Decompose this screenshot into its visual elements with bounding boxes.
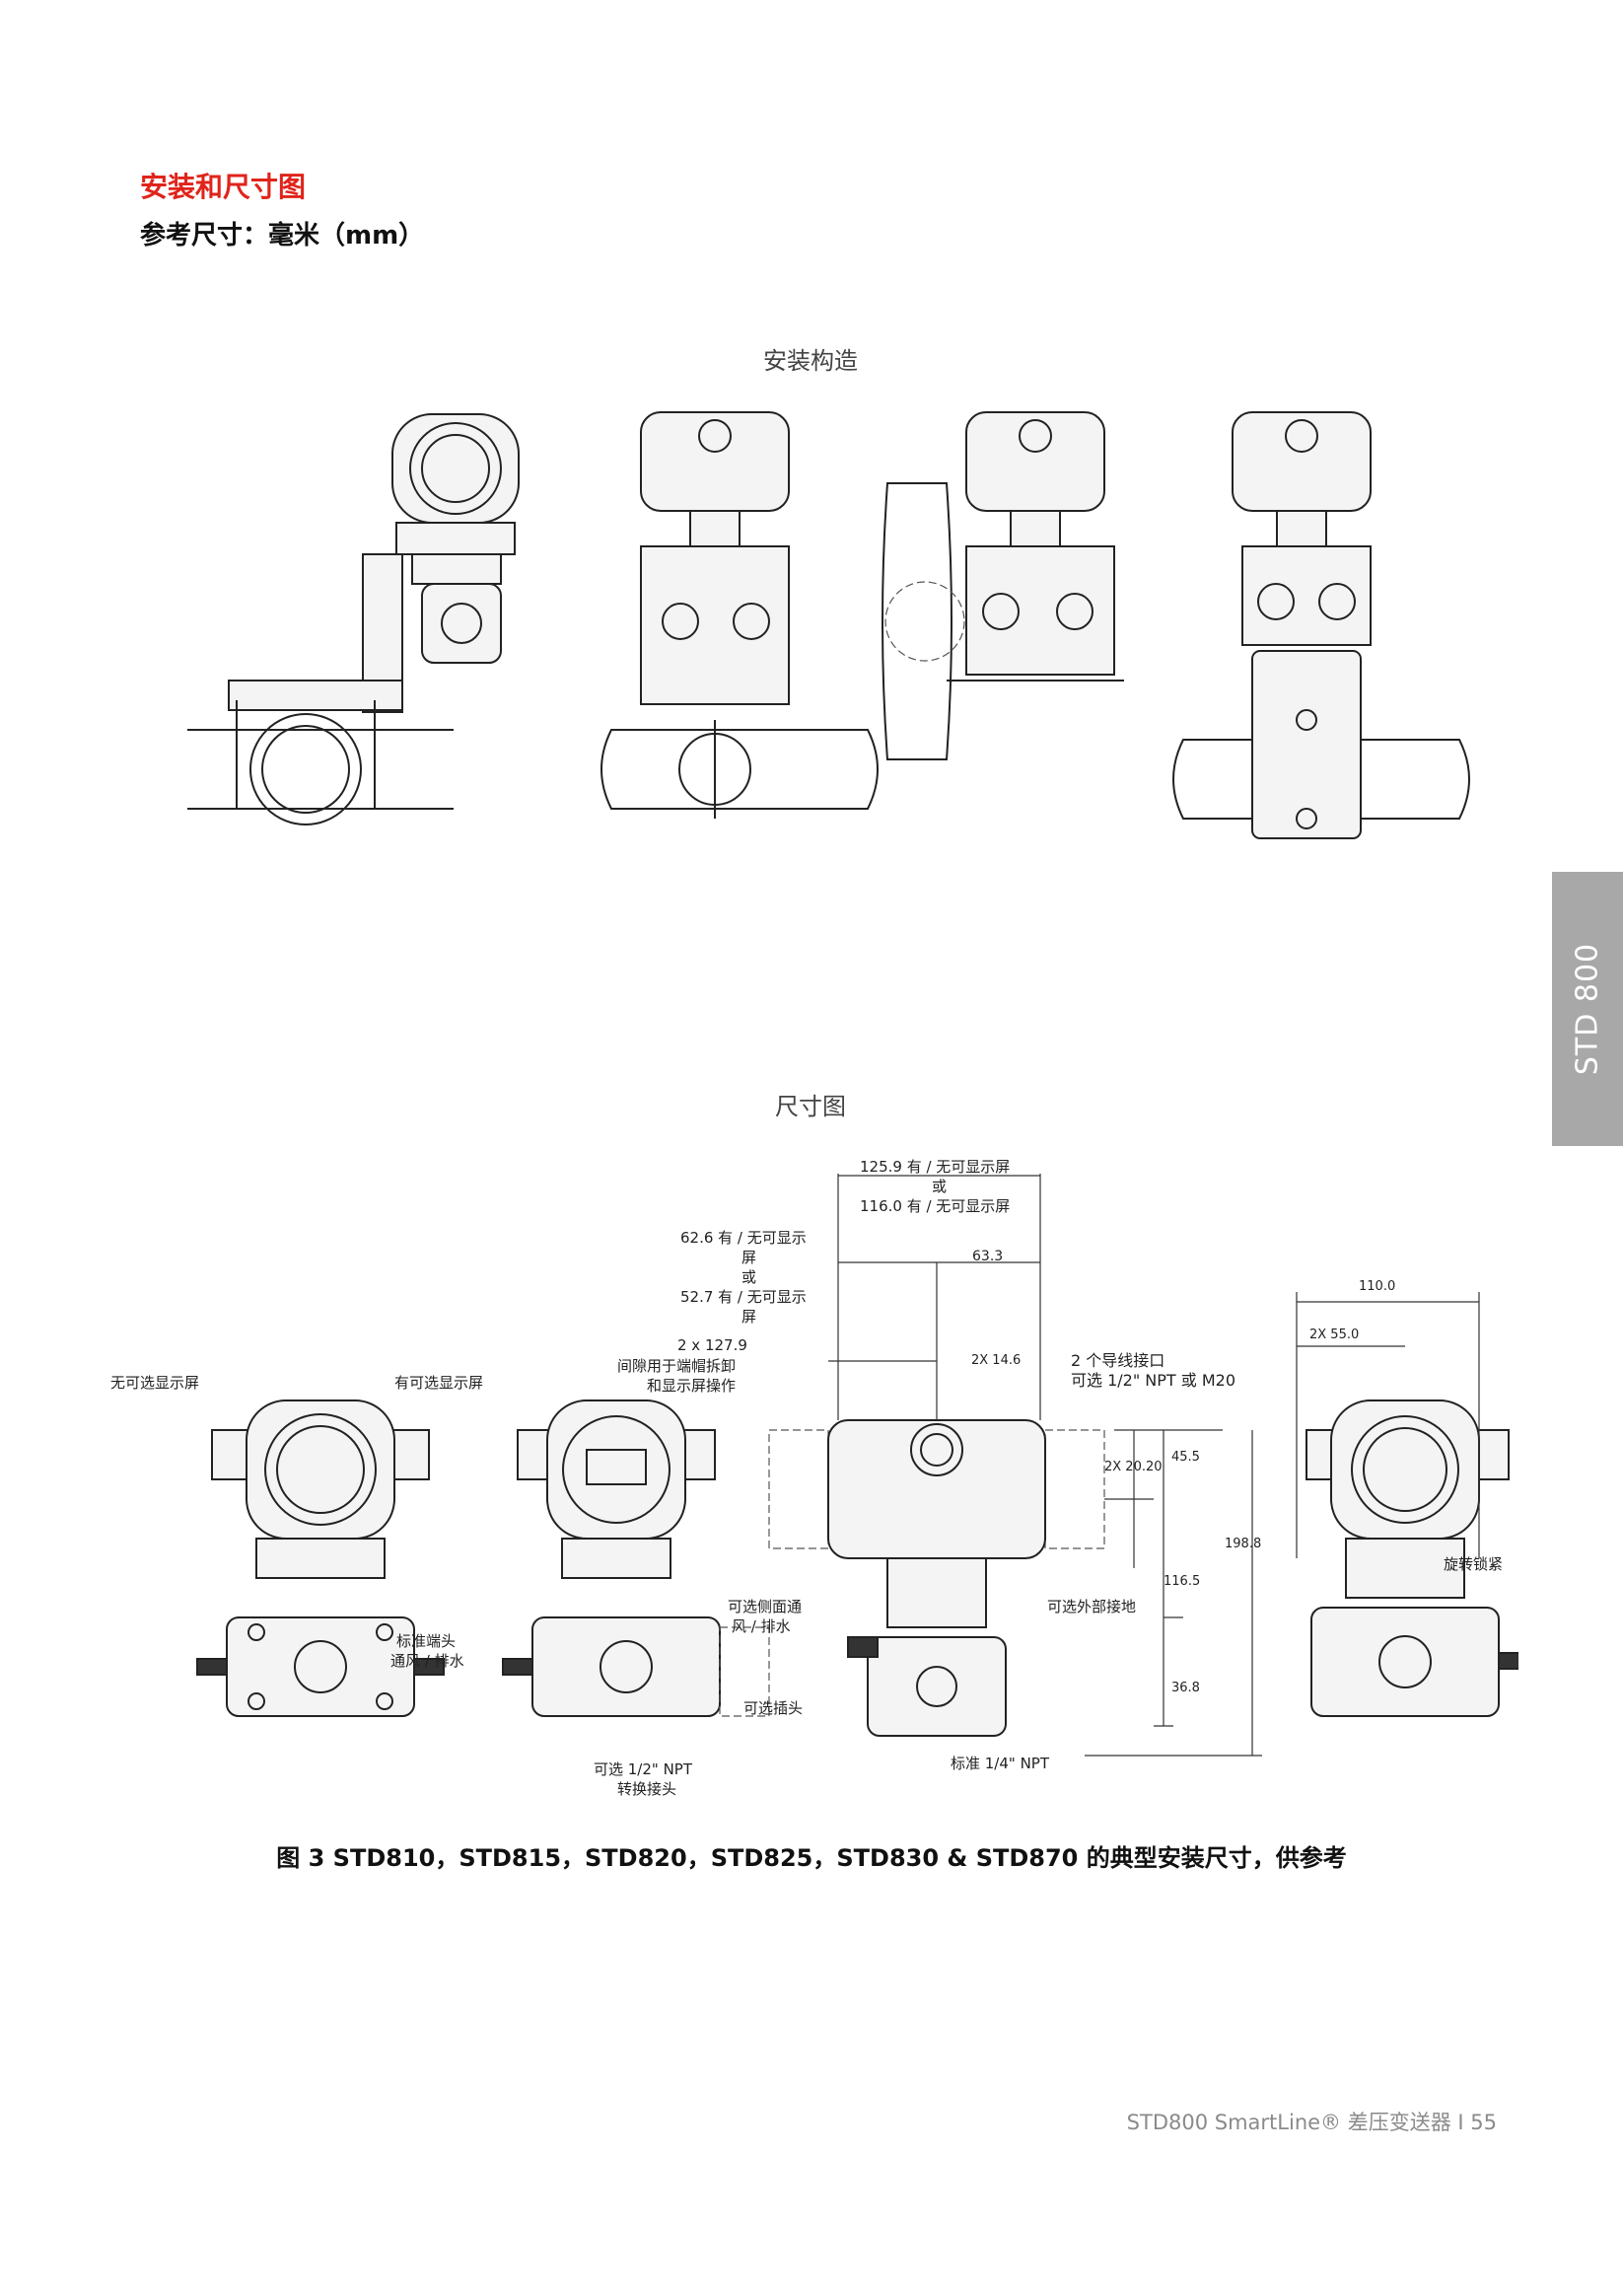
- side-tab-label: STD 800: [1570, 942, 1605, 1076]
- dim-1988: 198.8: [1225, 1537, 1262, 1551]
- dim-626-line1: 62.6 有 / 无可显示: [680, 1229, 807, 1247]
- page-subtitle: 参考尺寸：毫米（mm）: [140, 221, 425, 251]
- transmitter-with-display: [502, 1399, 770, 1717]
- dimension-lines: [828, 1174, 1480, 1757]
- dim-626-line2: 屏: [741, 1249, 757, 1266]
- dim-626-line5: 屏: [741, 1308, 757, 1326]
- std-plug-line2: 通风 / 排水: [390, 1652, 464, 1670]
- section-label-mounting: 安装构造: [763, 347, 858, 375]
- dimension-drawing: [196, 1174, 1518, 1757]
- dim-1279-line2: 间隙用于端帽拆卸: [617, 1357, 737, 1375]
- page-footer: STD800 SmartLine® 差压变送器 I 55: [1126, 2111, 1497, 2134]
- npt-half-line2: 转换接头: [617, 1780, 677, 1798]
- side-tab: STD 800: [1552, 872, 1623, 1146]
- mounting-drawing: [187, 411, 1470, 839]
- dim-455: 45.5: [1171, 1450, 1200, 1465]
- ext-ground: 可选外部接地: [1047, 1598, 1137, 1615]
- mount-fig-3: [882, 411, 1124, 760]
- transmitter-no-display: [196, 1399, 445, 1717]
- figure-caption: 图 3 STD810，STD815，STD820，STD825，STD830 &…: [276, 1844, 1347, 1872]
- dim-626-line4: 52.7 有 / 无可显示: [680, 1288, 807, 1306]
- transmitter-dimensioned: [768, 1419, 1105, 1737]
- side-vent-line1: 可选侧面通: [728, 1598, 803, 1615]
- rotation-lock: 旋转锁紧: [1444, 1555, 1504, 1573]
- section-label-dimension: 尺寸图: [775, 1093, 846, 1120]
- dim-110: 110.0: [1359, 1279, 1396, 1294]
- dim-1259-line2: 或: [932, 1178, 948, 1195]
- opt-plug: 可选插头: [743, 1699, 804, 1717]
- conduit-line1: 2 个导线接口: [1071, 1351, 1165, 1370]
- side-vent-line2: 风 / 排水: [732, 1617, 791, 1635]
- std-plug-line1: 标准端头: [396, 1632, 457, 1650]
- mount-fig-2: [600, 411, 879, 819]
- dim-633: 63.3: [972, 1249, 1004, 1264]
- dim-146: 2X 14.6: [971, 1353, 1022, 1368]
- dim-368: 36.8: [1171, 1681, 1200, 1695]
- label-no-display: 无可选显示屏: [110, 1374, 200, 1392]
- dim-1279-line1: 2 x 127.9: [677, 1336, 747, 1354]
- mount-fig-1: [187, 413, 520, 825]
- dim-1259-line1: 125.9 有 / 无可显示屏: [860, 1158, 1011, 1176]
- page-title: 安装和尺寸图: [140, 171, 307, 203]
- npt-half-line1: 可选 1/2" NPT: [594, 1760, 693, 1778]
- npt-quarter: 标准 1/4" NPT: [951, 1755, 1050, 1772]
- dim-55: 2X 55.0: [1309, 1327, 1360, 1342]
- dim-626-line3: 或: [741, 1268, 757, 1286]
- dim-1279-line3: 和显示屏操作: [647, 1377, 737, 1395]
- dim-1259-line3: 116.0 有 / 无可显示屏: [860, 1197, 1011, 1215]
- mount-fig-4: [1172, 411, 1470, 839]
- label-with-display: 有可选显示屏: [394, 1374, 484, 1392]
- dim-1165: 116.5: [1164, 1574, 1201, 1589]
- conduit-line2: 可选 1/2" NPT 或 M20: [1071, 1371, 1236, 1390]
- dim-2020: 2X 20.20: [1104, 1460, 1163, 1474]
